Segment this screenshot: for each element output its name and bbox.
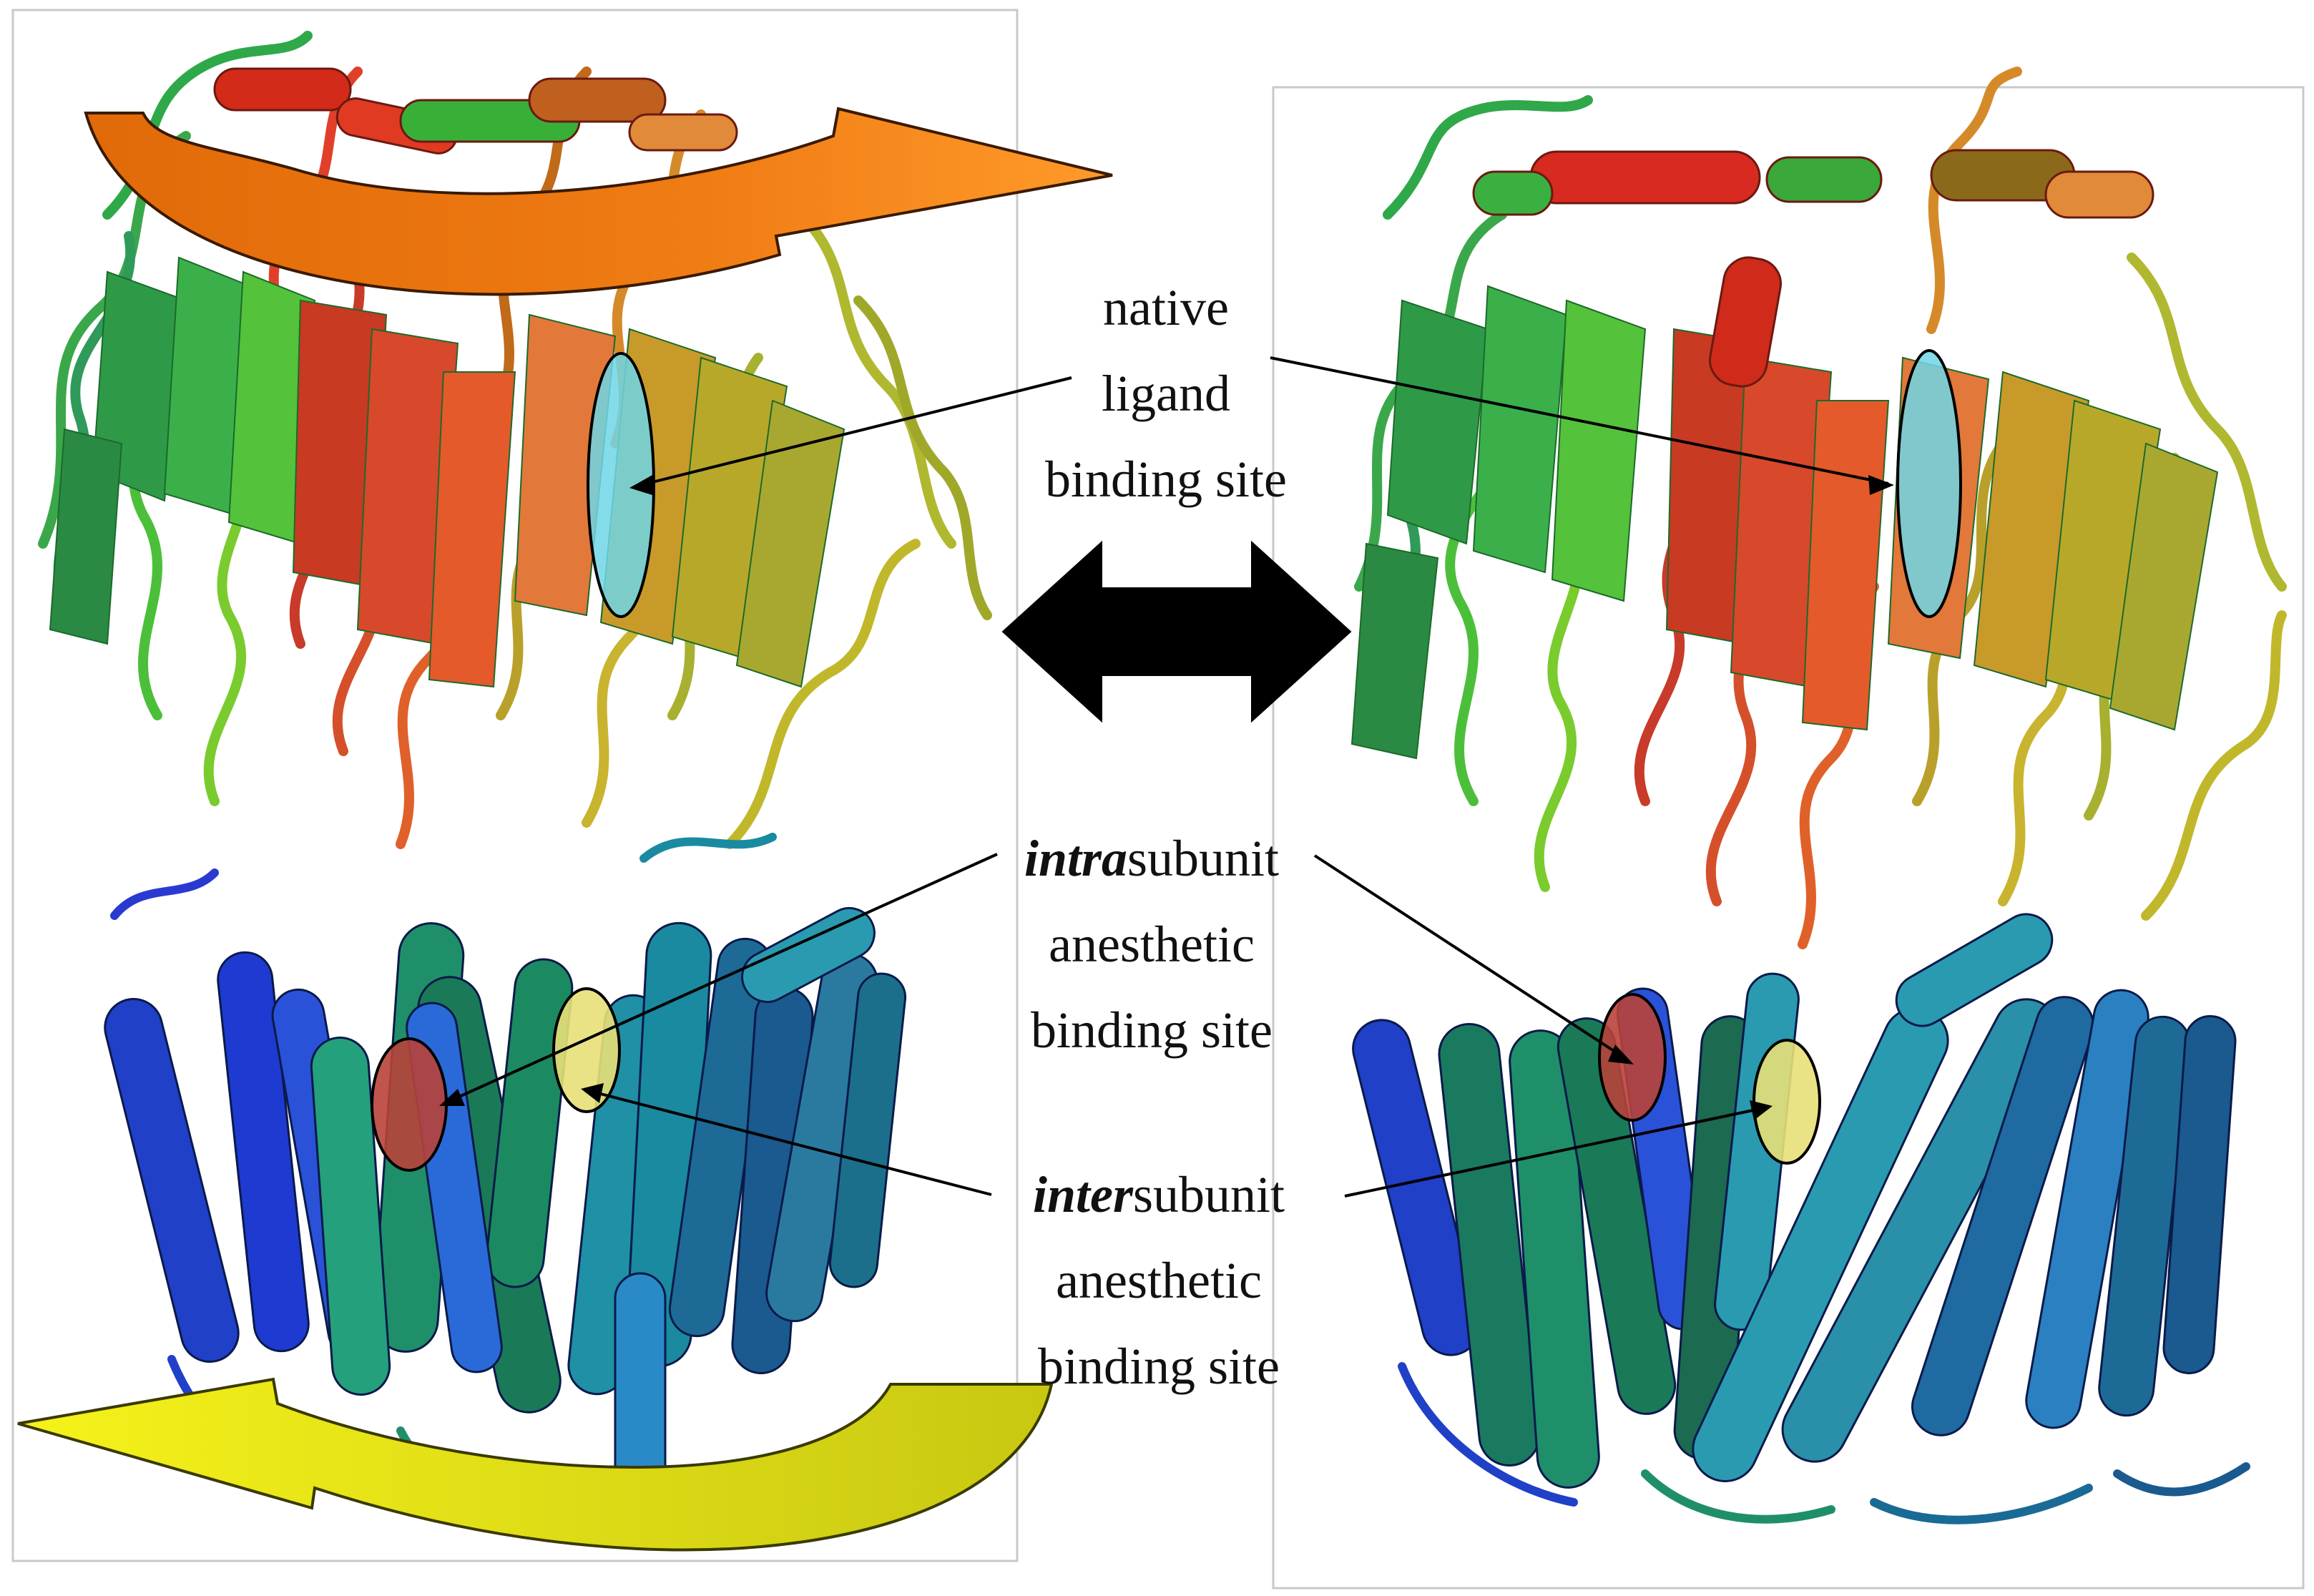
intra-label-line3: binding site bbox=[1031, 1002, 1273, 1059]
left-intrasubunit-site bbox=[371, 1037, 448, 1172]
inter-suffix: subunit bbox=[1133, 1166, 1285, 1223]
leader-arrowheads bbox=[439, 475, 1894, 1120]
intra-suffix: subunit bbox=[1127, 830, 1280, 887]
leader-intra-right bbox=[1313, 854, 1629, 1062]
native-ligand-label: native ligand binding site bbox=[980, 265, 1352, 522]
leader-native-right bbox=[1270, 356, 1889, 485]
leader-inter-right bbox=[1344, 1106, 1768, 1198]
left-panel-frame bbox=[11, 9, 1019, 1562]
leader-lines bbox=[444, 356, 1889, 1198]
leader-intra-left bbox=[444, 853, 998, 1105]
inter-label-line3: binding site bbox=[1038, 1338, 1280, 1395]
intra-prefix: intra bbox=[1024, 830, 1128, 887]
intra-label-line2: anesthetic bbox=[1049, 916, 1255, 973]
right-native-ligand-site bbox=[1896, 349, 1962, 618]
right-receptor-structure bbox=[1350, 67, 2287, 1524]
intra-label-line1: intrasubunit bbox=[944, 816, 1359, 901]
left-native-ligand-site bbox=[587, 352, 655, 618]
inter-prefix: inter bbox=[1032, 1166, 1133, 1223]
left-bottom-rotation-arrow bbox=[17, 1377, 1054, 1552]
leader-native-left bbox=[634, 376, 1072, 488]
left-top-rotation-arrow bbox=[84, 107, 1113, 296]
transition-double-arrow bbox=[1001, 540, 1352, 723]
right-panel-frame bbox=[1272, 86, 2305, 1590]
right-intersubunit-site bbox=[1752, 1039, 1821, 1165]
leader-inter-left bbox=[586, 1089, 992, 1196]
native-label-line2: ligand bbox=[1102, 365, 1230, 422]
right-intrasubunit-site bbox=[1598, 993, 1667, 1122]
native-label-line3: binding site bbox=[1045, 451, 1287, 508]
left-receptor-structure bbox=[17, 31, 1113, 1552]
native-label-line1: native bbox=[1103, 279, 1229, 336]
left-intersubunit-site bbox=[552, 987, 621, 1113]
inter-label-line1: intersubunit bbox=[959, 1152, 1359, 1238]
intrasubunit-label: intrasubunit anesthetic binding site bbox=[944, 816, 1359, 1073]
intersubunit-label: intersubunit anesthetic binding site bbox=[959, 1152, 1359, 1409]
inter-label-line2: anesthetic bbox=[1056, 1252, 1262, 1309]
